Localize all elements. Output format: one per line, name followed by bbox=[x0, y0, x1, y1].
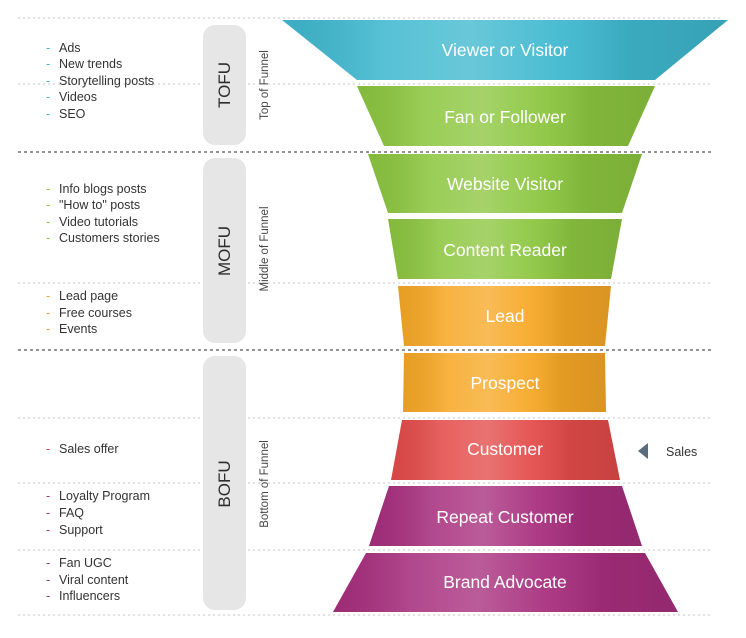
funnel-band-customer bbox=[391, 420, 620, 480]
bullet-dash: - bbox=[46, 573, 50, 587]
bullet-dash: - bbox=[46, 215, 50, 229]
funnel-band-fan bbox=[357, 86, 655, 146]
list-item: Events bbox=[59, 322, 97, 336]
dotted-separators bbox=[18, 17, 720, 616]
mofu-pill bbox=[203, 158, 246, 343]
bullet-dash: - bbox=[46, 90, 50, 104]
stage-label: Content Reader bbox=[443, 240, 567, 260]
mofu-label: MOFU bbox=[215, 226, 234, 276]
bullet-dash: - bbox=[46, 57, 50, 71]
tactics: - Ads - New trends - Storytelling posts … bbox=[46, 41, 160, 603]
bullet-dash: - bbox=[46, 107, 50, 121]
stage-label: Website Visitor bbox=[447, 174, 563, 194]
phase-pills: TOFU Top of Funnel MOFU Middle of Funnel… bbox=[203, 25, 271, 610]
list-item: Influencers bbox=[59, 589, 120, 603]
funnel-band-prospect bbox=[403, 353, 606, 412]
tactic-group-mofu-content: - Info blogs posts - "How to" posts - Vi… bbox=[46, 182, 160, 245]
bullet-dash: - bbox=[46, 589, 50, 603]
sales-label: Sales bbox=[666, 445, 697, 459]
bullet-dash: - bbox=[46, 489, 50, 503]
list-item: Free courses bbox=[59, 306, 132, 320]
bullet-dash: - bbox=[46, 198, 50, 212]
bullet-dash: - bbox=[46, 442, 50, 456]
funnel-band-advocate bbox=[333, 553, 678, 612]
bofu-label: BOFU bbox=[215, 460, 234, 507]
list-item: Support bbox=[59, 523, 103, 537]
bullet-dash: - bbox=[46, 41, 50, 55]
tactic-group-mofu-lead: - Lead page - Free courses - Events bbox=[46, 289, 132, 336]
list-item: Storytelling posts bbox=[59, 74, 154, 88]
funnel-band-lead bbox=[398, 286, 611, 346]
list-item: Ads bbox=[59, 41, 81, 55]
phase-dividers bbox=[18, 151, 712, 351]
bullet-dash: - bbox=[46, 506, 50, 520]
list-item: Lead page bbox=[59, 289, 118, 303]
tactic-group-bofu-sales: - Sales offer bbox=[46, 442, 119, 456]
list-item: New trends bbox=[59, 57, 122, 71]
stage-label: Customer bbox=[467, 439, 543, 459]
bullet-dash: - bbox=[46, 556, 50, 570]
stage-label: Viewer or Visitor bbox=[442, 40, 569, 60]
mofu-sublabel: Middle of Funnel bbox=[259, 206, 271, 291]
funnel-band-reader bbox=[388, 219, 622, 279]
funnel-band-viewer bbox=[282, 20, 728, 80]
list-item: Video tutorials bbox=[59, 215, 138, 229]
bofu-pill bbox=[203, 356, 246, 610]
bullet-dash: - bbox=[46, 74, 50, 88]
stage-label: Repeat Customer bbox=[436, 507, 573, 527]
funnel-band-repeat bbox=[369, 486, 642, 546]
list-item: "How to" posts bbox=[59, 198, 140, 212]
tactic-group-bofu-retention: - Loyalty Program - FAQ - Support bbox=[46, 489, 150, 537]
tactic-group-tofu: - Ads - New trends - Storytelling posts … bbox=[46, 41, 154, 121]
triangle-left-icon bbox=[638, 443, 648, 459]
funnel: Viewer or Visitor Fan or Follower Websit… bbox=[282, 20, 728, 612]
stage-label: Prospect bbox=[470, 373, 539, 393]
list-item: Viral content bbox=[59, 573, 129, 587]
bullet-dash: - bbox=[46, 289, 50, 303]
bullet-dash: - bbox=[46, 306, 50, 320]
sales-indicator: Sales bbox=[638, 443, 697, 459]
stage-label: Lead bbox=[486, 306, 525, 326]
list-item: Customers stories bbox=[59, 231, 160, 245]
tofu-pill bbox=[203, 25, 246, 145]
list-item: FAQ bbox=[59, 506, 84, 520]
stage-label: Fan or Follower bbox=[444, 107, 566, 127]
bullet-dash: - bbox=[46, 182, 50, 196]
stage-label: Brand Advocate bbox=[443, 572, 567, 592]
funnel-band-website bbox=[368, 154, 642, 213]
tactic-group-bofu-advocacy: - Fan UGC - Viral content - Influencers bbox=[46, 556, 129, 603]
bofu-sublabel: Bottom of Funnel bbox=[259, 440, 271, 528]
bullet-dash: - bbox=[46, 322, 50, 336]
bullet-dash: - bbox=[46, 523, 50, 537]
list-item: SEO bbox=[59, 107, 86, 121]
list-item: Info blogs posts bbox=[59, 182, 147, 196]
list-item: Loyalty Program bbox=[59, 489, 150, 503]
list-item: Sales offer bbox=[59, 442, 119, 456]
list-item: Videos bbox=[59, 90, 97, 104]
tofu-label: TOFU bbox=[215, 62, 234, 108]
bullet-dash: - bbox=[46, 231, 50, 245]
tofu-sublabel: Top of Funnel bbox=[259, 50, 271, 120]
list-item: Fan UGC bbox=[59, 556, 112, 570]
